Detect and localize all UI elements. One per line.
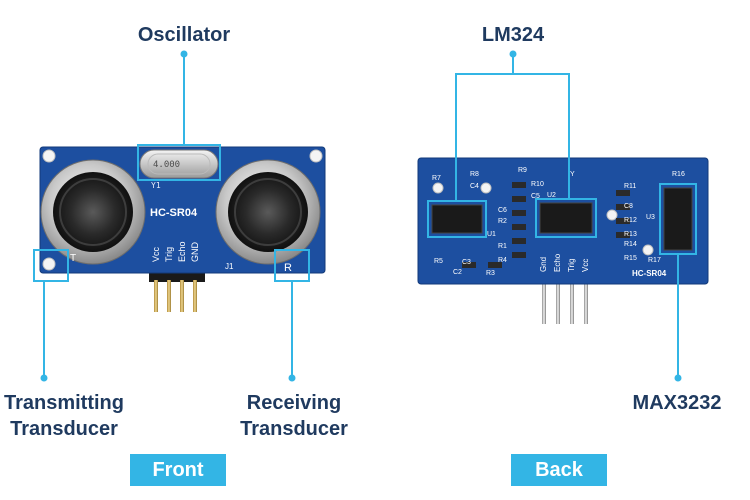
front-header-pins — [149, 268, 205, 312]
oscillator-highlight-box — [137, 144, 221, 181]
silk-r13: R13 — [624, 231, 637, 238]
front-silk-j1: J1 — [225, 262, 234, 271]
back-callouts — [455, 50, 682, 382]
front-silk-y1: Y1 — [151, 181, 161, 190]
receiving-label-line1: Receiving — [246, 392, 342, 414]
silk-u3: U3 — [646, 214, 655, 221]
receiving-transducer-label: Receiving Transducer — [236, 390, 352, 442]
silk-u2: U2 — [547, 192, 556, 199]
max3232-label: MAX3232 — [632, 392, 722, 414]
receiving-transducer-art — [215, 159, 321, 265]
silk-r15: R15 — [624, 255, 637, 262]
transmitting-highlight-box — [33, 249, 69, 282]
silk-r2: R2 — [498, 218, 507, 225]
silk-y: Y — [570, 171, 575, 178]
front-pin-vcc: Vcc — [151, 246, 161, 262]
back-silk-model: HC-SR04 — [632, 269, 667, 278]
front-pin-gnd: GND — [190, 242, 200, 263]
silk-r10: R10 — [531, 181, 544, 188]
front-silk-t: T — [70, 253, 76, 264]
silk-r9: R9 — [518, 167, 527, 174]
front-pin-echo: Echo — [177, 241, 187, 262]
crystal-marking: 4.000 — [153, 160, 180, 170]
oscillator-label: Oscillator — [137, 24, 231, 46]
back-pin-gnd: Gnd — [539, 257, 548, 272]
silk-r11: R11 — [624, 183, 636, 190]
front-board: Y1 4.000 HC-SR04 T R J1 Vcc Trig Echo GN… — [33, 144, 326, 312]
silk-r5: R5 — [434, 258, 443, 265]
ic-u2-lm324 — [539, 202, 593, 234]
crystal-oscillator — [139, 149, 219, 179]
transmitting-label-line1: Transmitting — [3, 392, 124, 414]
front-silk-model: HC-SR04 — [150, 207, 198, 219]
back-pin-vcc: Vcc — [581, 259, 590, 272]
back-pin-trig: Trig — [567, 259, 576, 272]
back-pin-echo: Echo — [553, 253, 562, 272]
silk-c8: C8 — [624, 203, 633, 210]
transmitting-label-line2: Transducer — [10, 418, 118, 440]
lm324-highlight-box — [535, 198, 597, 238]
front-callouts — [40, 50, 296, 382]
ic-u1 — [431, 204, 483, 234]
silk-r4: R4 — [498, 257, 507, 264]
transmitting-transducer-label: Transmitting Transducer — [0, 390, 128, 442]
silk-r8: R8 — [470, 171, 479, 178]
silk-c3: C3 — [462, 259, 471, 266]
ic-u3-max3232 — [663, 187, 693, 251]
silk-r3: R3 — [486, 270, 495, 277]
lm324-label: LM324 — [481, 24, 545, 46]
back-caption-badge: Back — [511, 454, 607, 486]
silk-c5: C5 — [531, 193, 540, 200]
silk-r1: R1 — [498, 243, 507, 250]
silk-r12: R12 — [624, 217, 637, 224]
front-mount-hole-bottom-left — [42, 257, 56, 271]
silk-c6: C6 — [498, 207, 507, 214]
silk-c2: C2 — [453, 269, 462, 276]
front-caption-badge: Front — [130, 454, 226, 486]
front-pin-trig: Trig — [164, 247, 174, 262]
silk-c4: C4 — [470, 183, 479, 190]
silk-u1: U1 — [487, 231, 496, 238]
back-silkscreen: R7 R8 R9 C4 R10 C5 C6 R2 U1 R1 R4 R5 C2 … — [432, 167, 685, 277]
silk-r16: R16 — [672, 171, 685, 178]
back-board: R7 R8 R9 C4 R10 C5 C6 R2 U1 R1 R4 R5 C2 … — [417, 157, 709, 324]
silk-r14: R14 — [624, 241, 637, 248]
receiving-label-line2: Transducer — [240, 418, 348, 440]
front-silk-r: R — [284, 262, 292, 274]
resistor-array — [462, 182, 630, 268]
silk-r7: R7 — [432, 175, 441, 182]
silk-r17: R17 — [648, 257, 661, 264]
transmitting-transducer-art — [40, 159, 146, 265]
